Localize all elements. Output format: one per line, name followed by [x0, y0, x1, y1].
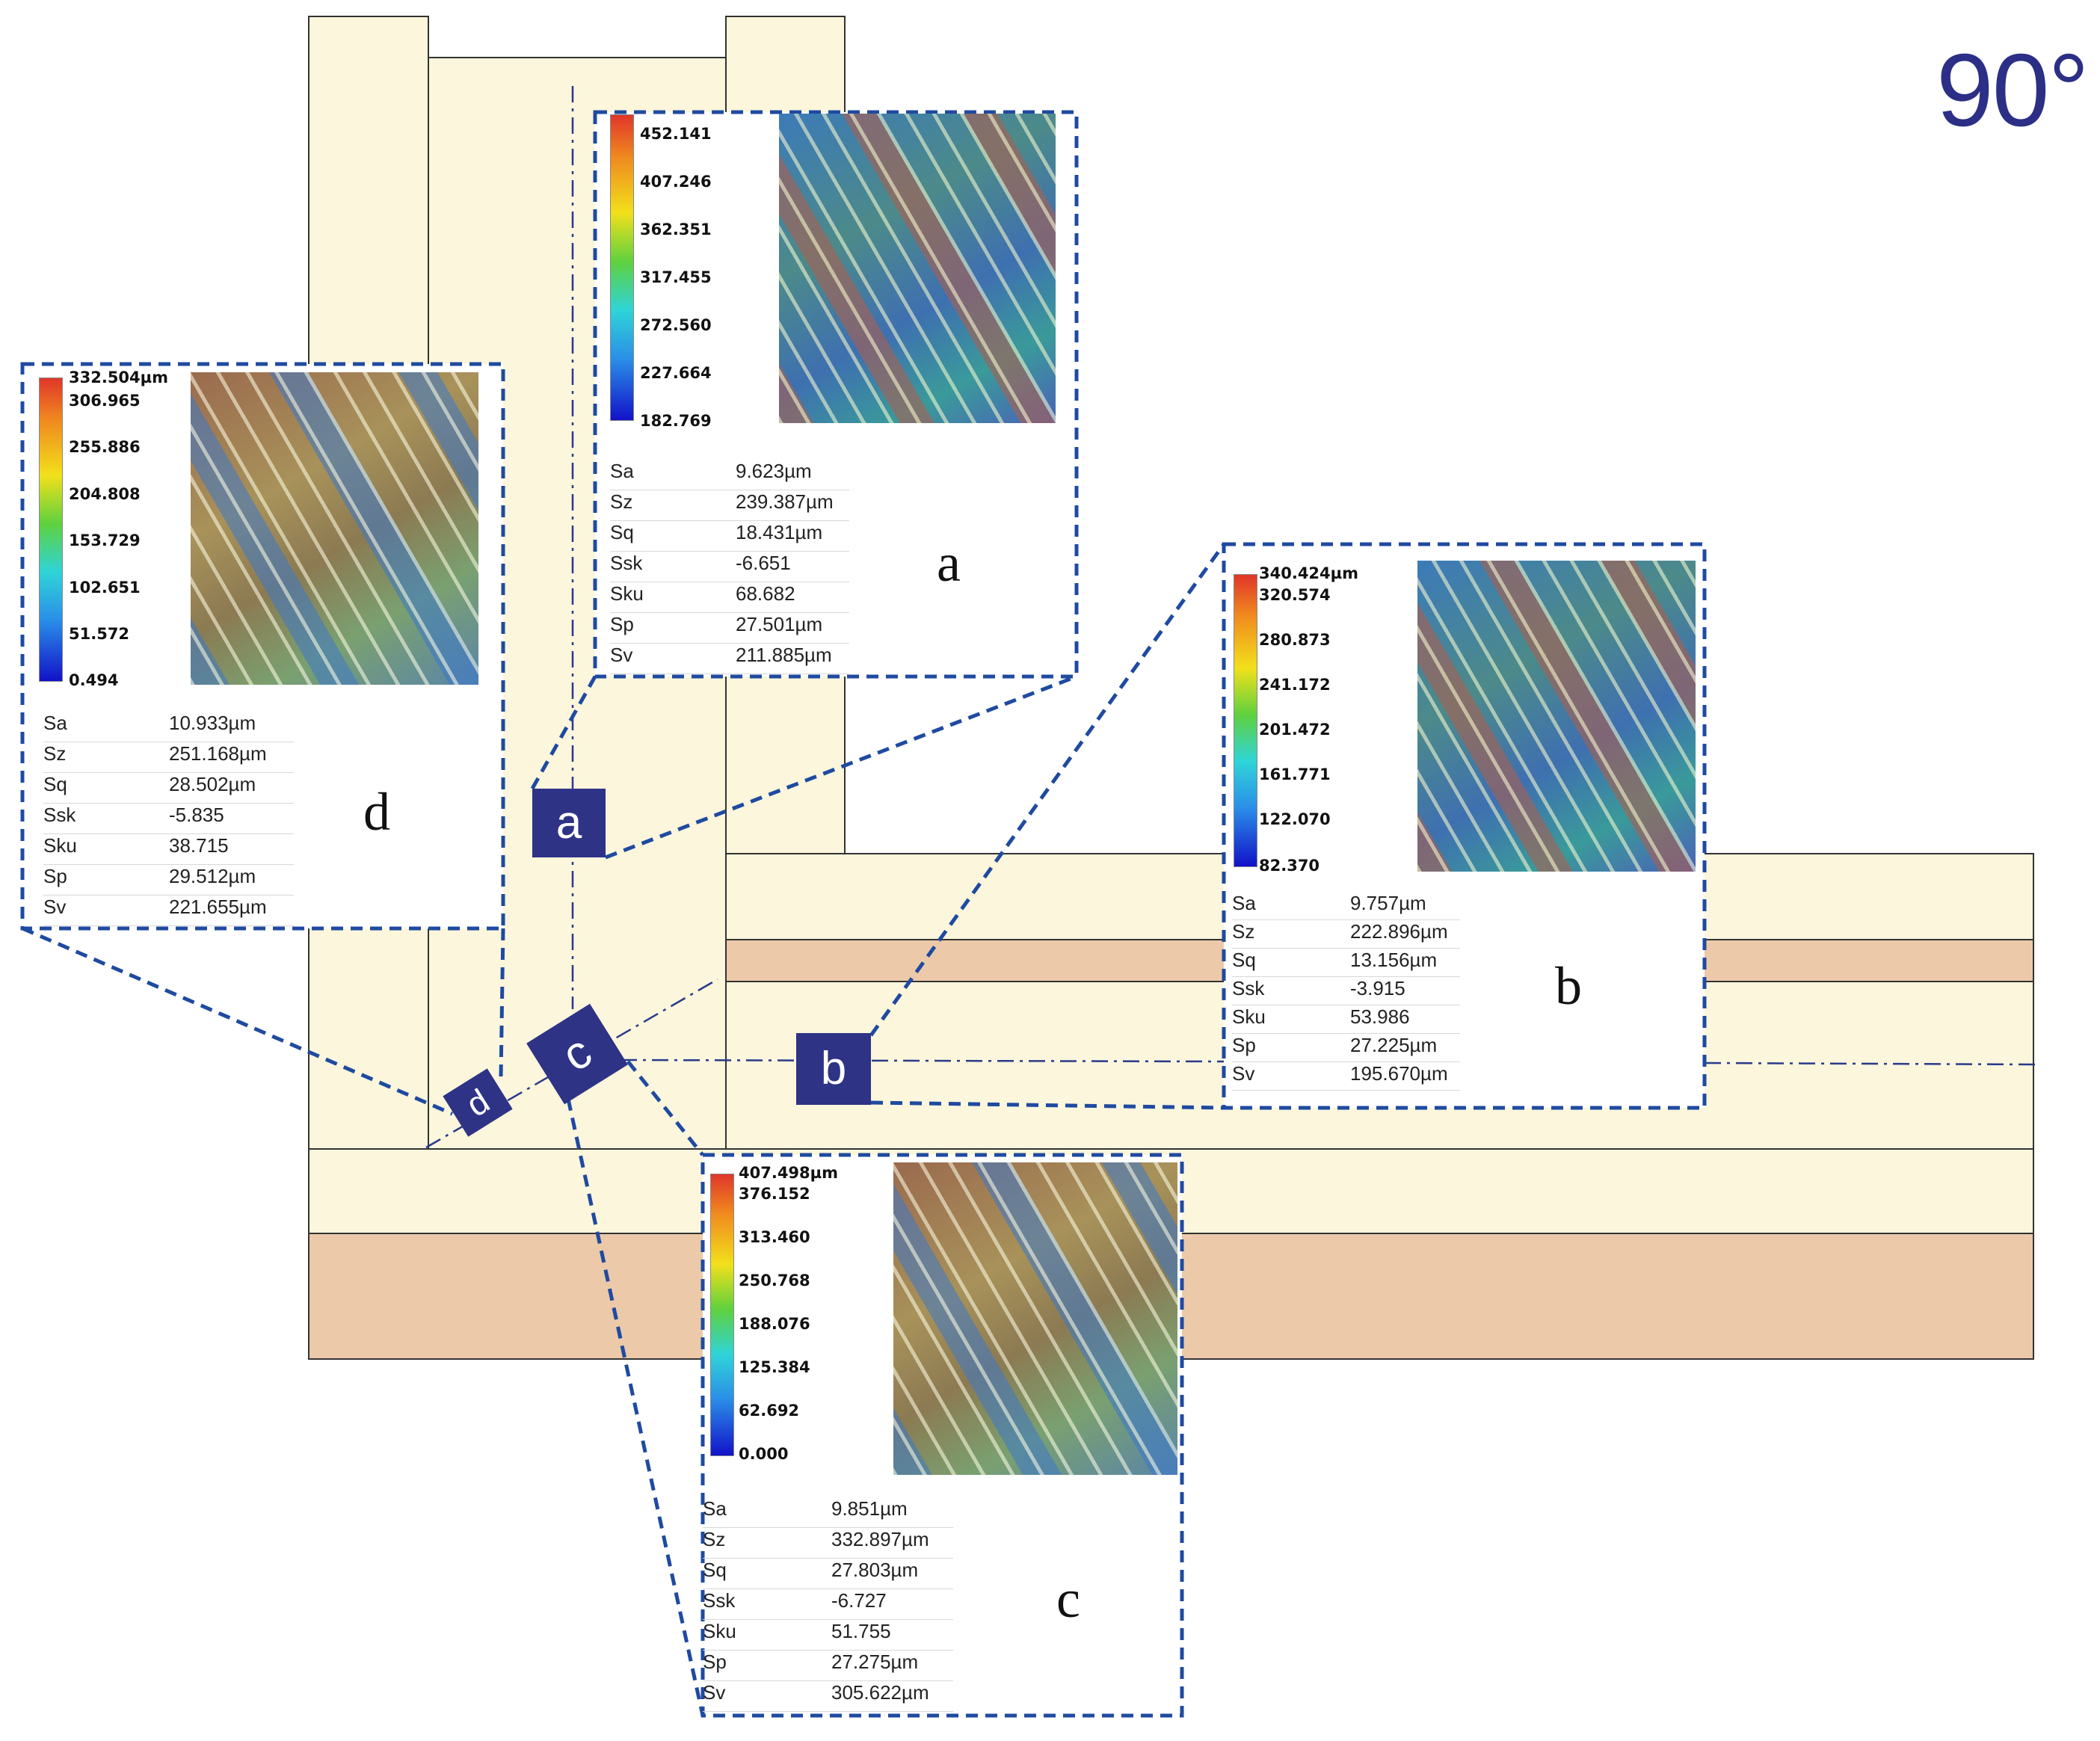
colorbar-label: 313.460: [739, 1228, 810, 1246]
colorbar-label: 376.152: [739, 1185, 810, 1203]
colorbar-label: 362.351: [640, 221, 712, 238]
colorbar-label: 272.560: [640, 316, 712, 334]
metric-row: Ssk-5.835: [43, 804, 294, 834]
metric-row: Ssk-6.727: [703, 1589, 953, 1620]
colorbar-label: 255.886: [69, 438, 141, 456]
panel-tag-a: a: [937, 533, 961, 593]
panel-tag-c: c: [1056, 1569, 1080, 1629]
surface-map-c: [893, 1162, 1177, 1475]
angle-label: 90°: [1936, 33, 2090, 148]
colorbar-label: 332.504µm: [69, 369, 168, 386]
colorbar-label: 227.664: [640, 364, 712, 382]
colorbar-label: 452.141: [640, 125, 712, 143]
colorbar-label: 407.498µm: [739, 1164, 838, 1182]
surface-map-a: [779, 114, 1056, 423]
leader-lines: [22, 543, 1226, 1716]
colorbar-label: 204.808: [69, 485, 141, 503]
surface-map-b: [1417, 561, 1696, 872]
surface-map-d: [191, 372, 478, 685]
colorbar-d: [39, 378, 63, 682]
colorbar-label: 250.768: [739, 1272, 810, 1289]
metric-row: Ssk-3.915: [1232, 977, 1460, 1005]
colorbar-label: 122.070: [1259, 810, 1331, 828]
colorbar-label: 102.651: [69, 579, 141, 597]
colorbar-label: 188.076: [739, 1315, 810, 1333]
colorbar-label: 51.572: [69, 625, 130, 643]
colorbar-label: 201.472: [1259, 721, 1331, 739]
colorbar-label: 125.384: [739, 1358, 810, 1376]
colorbar-label: 317.455: [640, 268, 712, 286]
colorbar-label: 320.574: [1259, 586, 1331, 604]
location-marker-a: a: [532, 789, 606, 857]
colorbar-a: [610, 114, 634, 421]
colorbar-label: 280.873: [1259, 631, 1331, 649]
colorbar-b: [1234, 574, 1257, 867]
colorbar-c: [710, 1174, 734, 1456]
colorbar-label: 241.172: [1259, 676, 1331, 694]
colorbar-label: 153.729: [69, 531, 141, 549]
colorbar-label: 0.494: [69, 671, 119, 689]
colorbar-label: 407.246: [640, 173, 712, 191]
colorbar-label: 62.692: [739, 1402, 800, 1420]
panel-tag-b: b: [1555, 956, 1582, 1016]
panel-tag-d: d: [363, 782, 390, 842]
colorbar-label: 82.370: [1259, 857, 1320, 875]
colorbar-label: 340.424µm: [1259, 564, 1358, 582]
colorbar-label: 306.965: [69, 392, 141, 410]
colorbar-label: 182.769: [640, 412, 712, 430]
metric-row: Ssk-6.651: [610, 552, 849, 582]
colorbar-label: 0.000: [739, 1445, 789, 1463]
colorbar-label: 161.771: [1259, 765, 1331, 783]
location-marker-b: b: [796, 1033, 871, 1105]
